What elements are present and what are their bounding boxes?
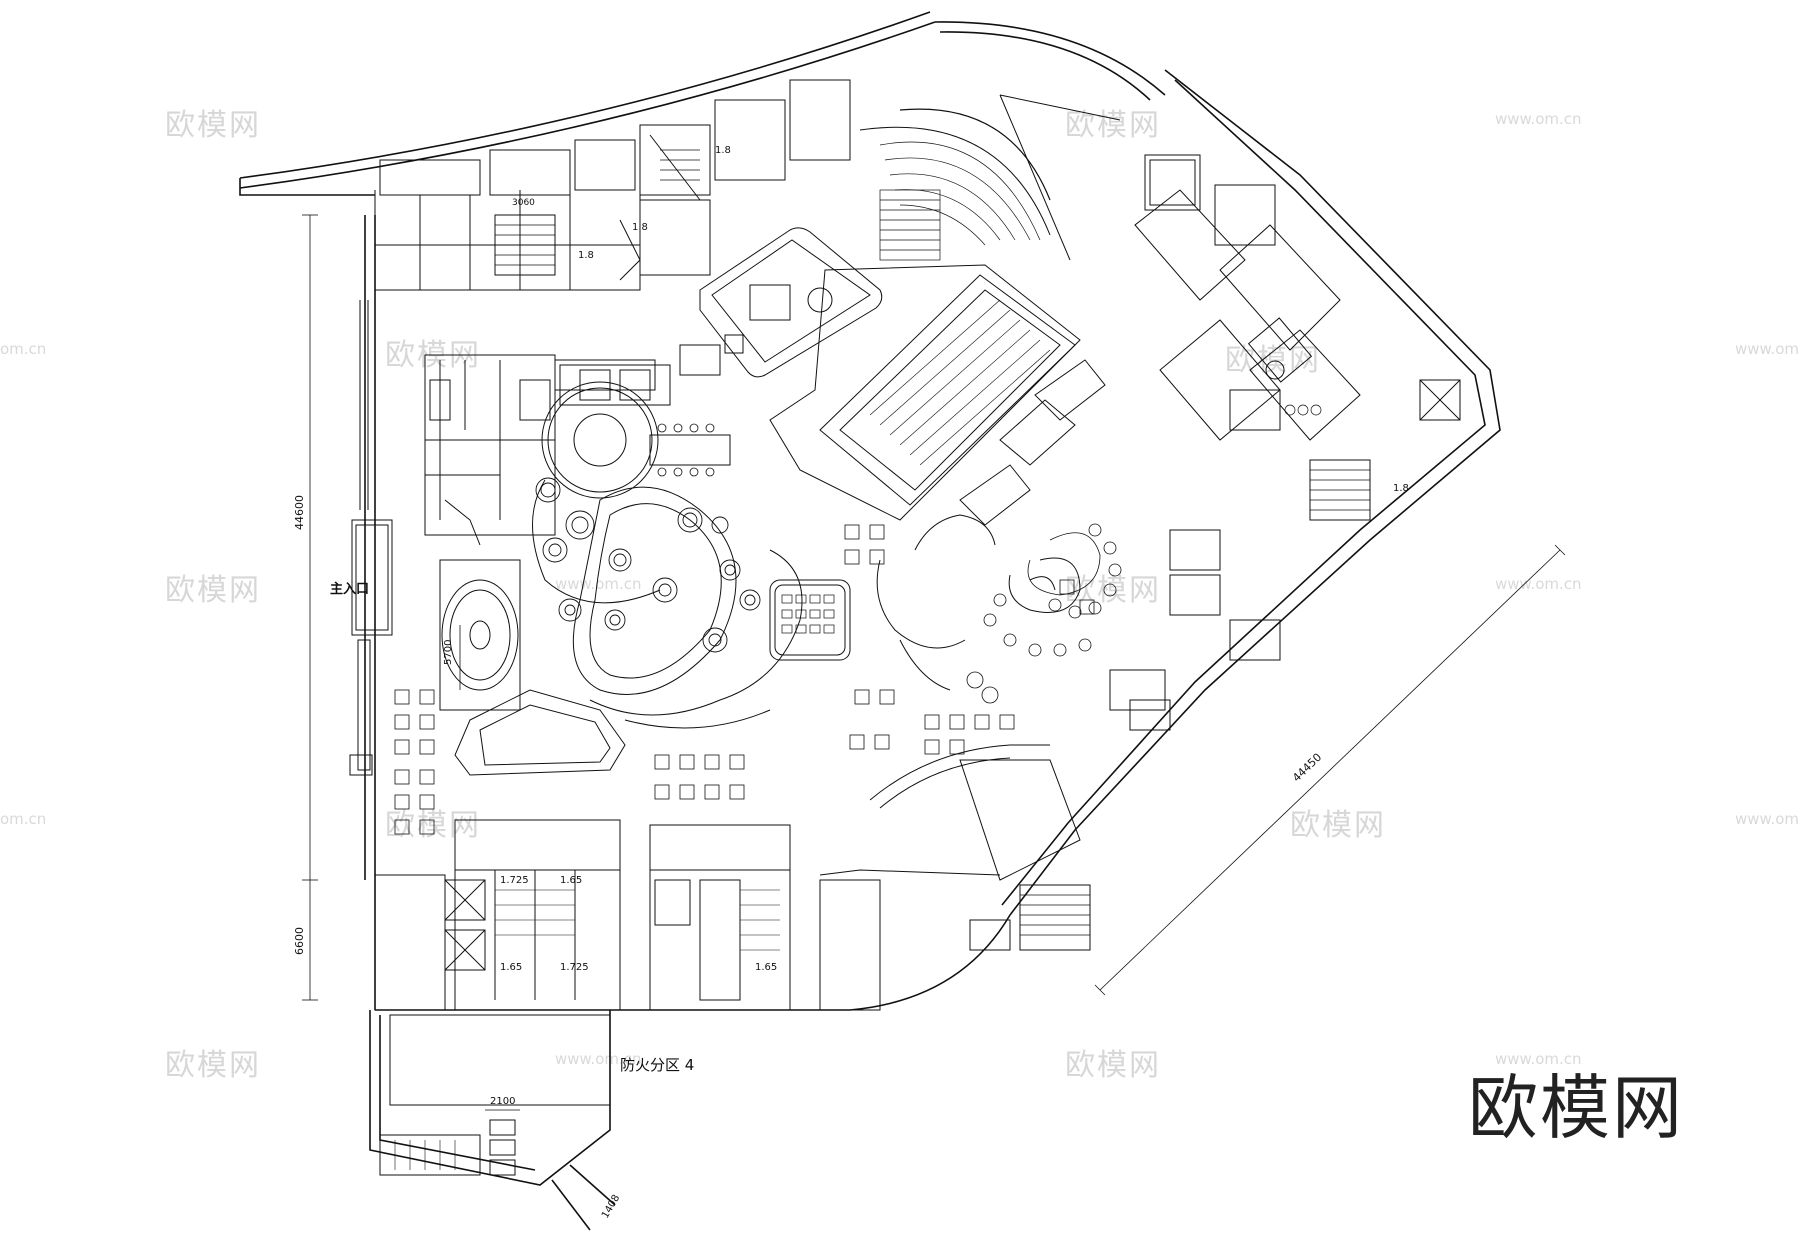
cafe-tables [394, 524, 1095, 835]
dimension-lines [302, 214, 1566, 1111]
spiral-feature [966, 523, 1122, 704]
lobby-island [439, 479, 803, 729]
watermark: 欧模网 [385, 808, 481, 843]
stair-level: 1.725 [560, 962, 589, 973]
dimension-left-span: 44600 [293, 495, 306, 530]
main-entrance-label: 主入口 [330, 582, 370, 597]
stair-level: 1.65 [560, 875, 583, 886]
watermark-url: www.om.cn [1735, 810, 1800, 828]
lower-right-area [819, 744, 1091, 951]
seating-room [769, 579, 851, 661]
fire-zone-label: 防火分区 4 [620, 1056, 695, 1074]
dimension-left-lower: 6600 [293, 927, 306, 955]
watermark: 欧模网 [165, 1048, 261, 1083]
top-service-rooms [374, 79, 851, 291]
reception-counter [454, 689, 626, 776]
display-island [679, 227, 883, 378]
dimension-mid: 5700 [443, 639, 454, 665]
watermark-url: www.om.cn [1495, 575, 1582, 593]
watermark-url: om.cn [0, 810, 47, 828]
stair-level: 1.8 [715, 145, 731, 156]
stair-level: 1.8 [578, 250, 594, 261]
watermark: 欧模网 [165, 573, 261, 608]
escalator-hall [769, 264, 1081, 521]
planters [535, 477, 761, 653]
dimension-top-3060: 3060 [512, 198, 535, 208]
logo: 欧模网 [1468, 1067, 1684, 1149]
stair-level: 1.8 [632, 222, 648, 233]
watermark: 欧模网 [1290, 808, 1386, 843]
round-room [541, 364, 731, 499]
entrance-facade [349, 300, 393, 776]
watermark: 欧模网 [1065, 1048, 1161, 1083]
lower-core [374, 819, 881, 1176]
stair-level: 1.725 [500, 875, 529, 886]
watermark: 欧模网 [165, 108, 261, 143]
watermark-url: www.om.cn [555, 1050, 642, 1068]
auditorium [859, 94, 1121, 261]
curved-bar [876, 359, 1106, 691]
watermark-url: www.om.cn [555, 575, 642, 593]
watermark: 欧模网 [1065, 108, 1161, 143]
watermark-url: www.om.cn [1495, 110, 1582, 128]
stair-level: 1.8 [1393, 483, 1409, 494]
dimension-bottom-2100: 2100 [490, 1096, 516, 1107]
kitchen-area [424, 354, 656, 546]
stair-level: 1.65 [755, 962, 778, 973]
watermark-url: www.om.cn [1735, 340, 1800, 358]
watermark-url: www.om.cn [1495, 1050, 1582, 1068]
watermark: 欧模网 [1065, 573, 1161, 608]
right-rooms [1109, 154, 1461, 731]
watermark-url: om.cn [0, 340, 47, 358]
stair-level: 1.65 [500, 962, 523, 973]
